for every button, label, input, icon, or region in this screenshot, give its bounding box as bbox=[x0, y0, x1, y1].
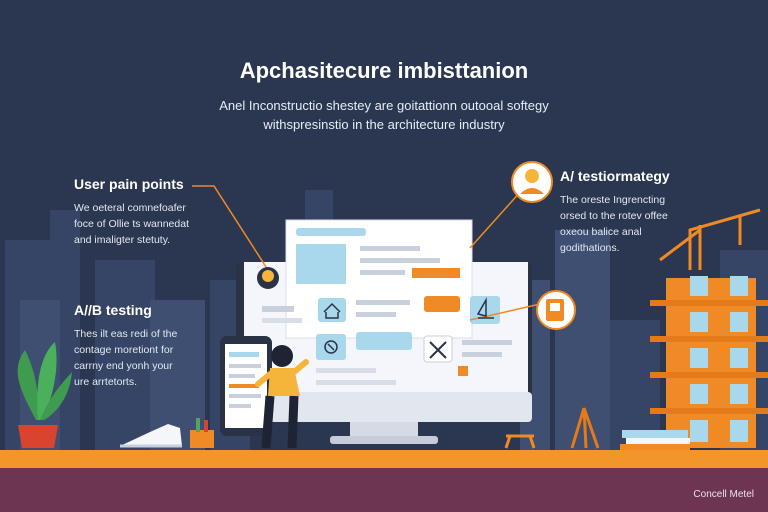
body-line: carrny end yonh your bbox=[74, 360, 173, 372]
page-title: Apchasitecure imbisttanion bbox=[239, 58, 529, 83]
person-figure bbox=[255, 345, 309, 449]
tripod bbox=[570, 407, 600, 449]
construction-building bbox=[650, 276, 768, 448]
section-heading: A/ testiormategy bbox=[560, 168, 670, 184]
sneaker bbox=[120, 424, 182, 448]
bucket bbox=[190, 418, 214, 448]
ground-strip bbox=[0, 450, 768, 468]
page-subtitle: Anel Inconstructio shestey are goitattio… bbox=[150, 96, 618, 134]
section-body: We oeteral comnefoafer foce of Ollie ts … bbox=[74, 200, 189, 248]
tools-icon bbox=[429, 341, 447, 359]
sawhorse bbox=[504, 434, 536, 449]
subtitle-line-2: withspresinstio in the architecture indu… bbox=[263, 117, 505, 132]
section-body: The oreste Ingrencting orsed to the rote… bbox=[560, 192, 670, 256]
plant bbox=[17, 342, 72, 448]
books bbox=[620, 430, 690, 450]
section-body: Thes ilt eas redi of the contage moretio… bbox=[74, 326, 177, 390]
user-pain-points-section: User pain points We oeteral comnefoafer … bbox=[74, 176, 189, 248]
footer-brand: Concell Metel bbox=[693, 489, 754, 500]
section-heading: A//B testing bbox=[74, 302, 152, 318]
body-line: godithations. bbox=[560, 242, 620, 254]
section-heading: User pain points bbox=[74, 176, 184, 192]
compass-icon bbox=[324, 340, 338, 354]
door-icon bbox=[536, 290, 576, 330]
crane bbox=[659, 208, 761, 270]
body-line: foce of Ollie ts wannedat bbox=[74, 218, 189, 230]
body-line: ure arrtetorts. bbox=[74, 376, 138, 388]
body-line: Thes ilt eas redi of the bbox=[74, 328, 178, 340]
body-line: contage moretiont for bbox=[74, 344, 174, 356]
body-line: orsed to the rotev offee bbox=[560, 210, 668, 222]
phone bbox=[220, 336, 272, 436]
body-line: We oeteral comnefoafer bbox=[74, 202, 186, 214]
subtitle-line-1: Anel Inconstructio shestey are goitattio… bbox=[219, 98, 549, 113]
testing-strategy-section: A/ testiormategy The oreste Ingrencting … bbox=[560, 168, 670, 256]
person-icon bbox=[511, 161, 553, 203]
person-small-icon bbox=[257, 267, 279, 289]
body-line: The oreste Ingrencting bbox=[560, 194, 666, 206]
ab-testing-section: A//B testing Thes ilt eas redi of the co… bbox=[74, 302, 177, 390]
sailboat-icon bbox=[476, 297, 494, 319]
browser-window bbox=[285, 219, 473, 339]
body-line: and imaligter stetuty. bbox=[74, 234, 171, 246]
body-line: oxeou balice anal bbox=[560, 226, 642, 238]
floor bbox=[0, 468, 768, 512]
house-icon bbox=[323, 302, 341, 319]
